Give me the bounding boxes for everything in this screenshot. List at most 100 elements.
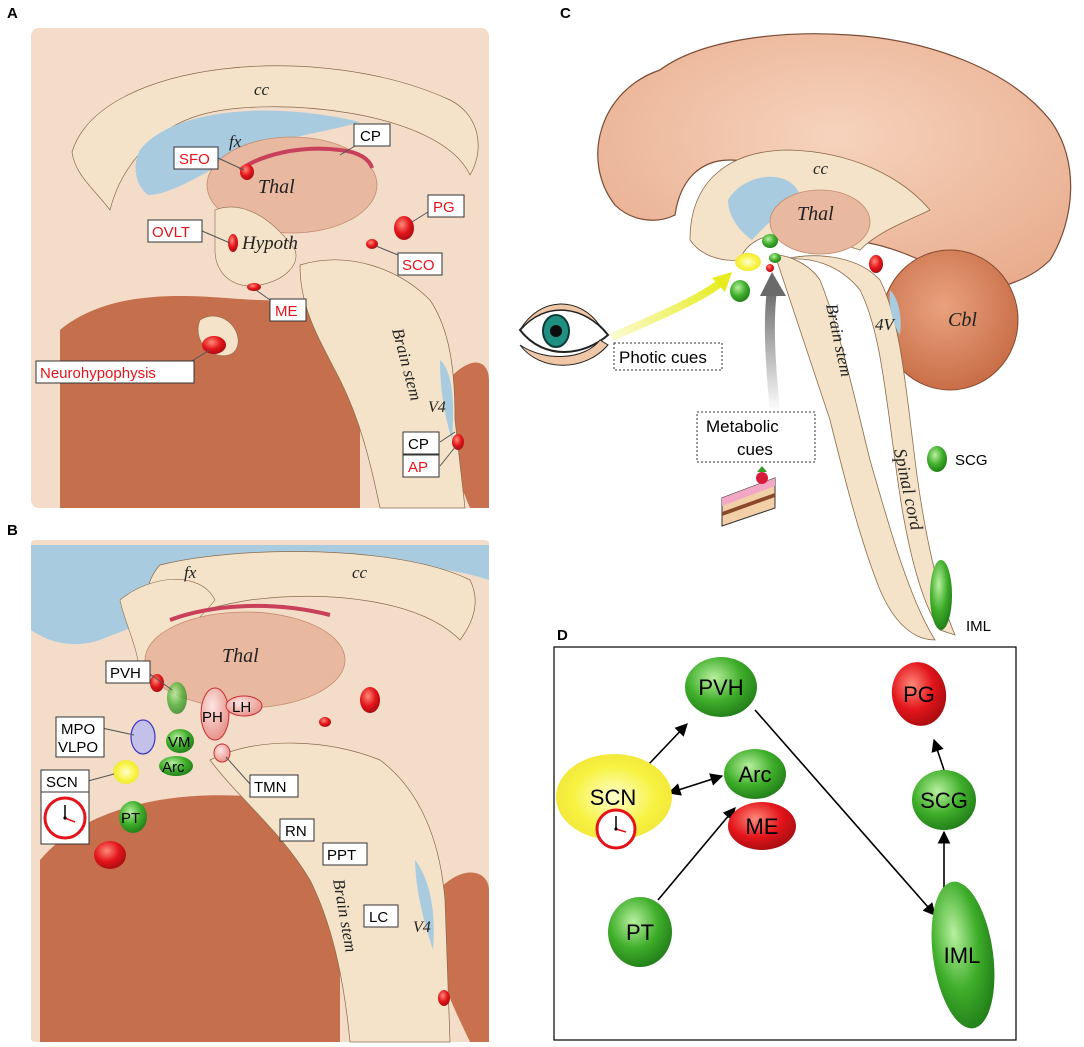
arc-nucleus-c <box>769 253 781 263</box>
callout-ap: AP <box>402 445 457 478</box>
photic-arrow-shaft <box>610 276 727 341</box>
lh-nucleus <box>225 695 263 717</box>
sco-organ <box>366 239 378 249</box>
callout-cp-top: CP <box>339 123 391 156</box>
node-me: ME <box>728 802 796 850</box>
label-fx-a: fx <box>229 132 242 151</box>
label-rn: RN <box>285 823 307 840</box>
label-cc-b: cc <box>352 563 368 582</box>
pg-organ-c <box>869 255 883 273</box>
pvh-nucleus-c <box>762 234 778 248</box>
ap-organ <box>452 434 464 450</box>
label-ph: PH <box>202 709 223 726</box>
callout-pg: PG <box>411 194 465 223</box>
ovlt-organ <box>228 234 238 252</box>
sfo-organ-b <box>150 674 164 692</box>
callout-ovlt: OVLT <box>147 219 231 244</box>
pg-organ <box>394 216 414 240</box>
cake-icon <box>721 466 776 527</box>
neurohypophysis-organ <box>202 336 226 354</box>
label-cp-bottom: CP <box>408 436 429 453</box>
node-pvh-label: PVH <box>698 675 743 700</box>
label-mpo: MPO <box>61 721 95 738</box>
label-arc-b: Arc <box>162 759 185 776</box>
sco-organ-b <box>319 717 331 727</box>
label-ppt: PPT <box>327 847 356 864</box>
label-neurohypophysis: Neurohypophysis <box>40 365 156 382</box>
label-ovlt: OVLT <box>152 224 190 241</box>
node-scg: SCG <box>912 770 976 830</box>
scg-ganglion <box>927 446 947 472</box>
arrow-pvh-iml <box>754 709 936 916</box>
label-photic-cues: Photic cues <box>619 348 707 367</box>
fourth-ventricle <box>440 360 454 440</box>
me-organ-c <box>766 264 774 272</box>
ph-nucleus <box>200 687 230 741</box>
node-arc-label: Arc <box>739 762 772 787</box>
panel-letter-b: B <box>7 522 18 539</box>
node-pg-label: PG <box>903 682 935 707</box>
label-sfo: SFO <box>179 151 210 168</box>
photic-arrow-head <box>712 272 732 292</box>
node-arc: Arc <box>724 749 786 799</box>
callout-photic-cues: Photic cues <box>613 342 723 371</box>
callout-sco: SCO <box>375 245 443 276</box>
thalamus-c <box>769 189 871 255</box>
hypothalamus <box>214 206 297 287</box>
label-cc-c: cc <box>813 159 829 178</box>
corpus-callosum <box>71 65 479 211</box>
callout-metabolic-cues: Metabolic cues <box>696 411 816 463</box>
label-ap: AP <box>408 459 428 476</box>
node-scg-label: SCG <box>920 788 968 813</box>
arrow-scn-arc <box>667 773 724 796</box>
pg-organ-b <box>360 687 380 713</box>
thalamus <box>206 136 378 234</box>
panel-letter-c: C <box>560 5 571 22</box>
node-iml-label: IML <box>944 943 981 968</box>
label-thal-a: Thal <box>258 176 295 198</box>
label-me-a: ME <box>275 303 298 320</box>
sfo-organ <box>240 164 254 180</box>
metabolic-arrow-shaft <box>764 289 780 413</box>
vm-nucleus <box>166 729 194 753</box>
label-vlpo: VLPO <box>58 739 98 756</box>
label-thal-c: Thal <box>797 203 834 225</box>
panel-letter-d: D <box>557 627 568 644</box>
label-pvh-b: PVH <box>110 665 141 682</box>
arrow-scg-pg <box>931 738 945 771</box>
choroid-plexus-b <box>169 603 331 622</box>
label-scn-b: SCN <box>46 774 78 791</box>
panel-letter-a: A <box>7 5 18 22</box>
label-tmn: TMN <box>254 779 287 796</box>
clock-icon-d <box>595 808 637 850</box>
pt-nucleus-b <box>119 801 147 833</box>
ap-organ-b <box>438 990 450 1006</box>
callout-mpo-vlpo: MPO VLPO <box>55 716 135 758</box>
label-vm: VM <box>168 734 191 751</box>
arrow-pt-arc <box>657 807 736 901</box>
label-sco: SCO <box>402 257 435 274</box>
fourth-ventricle-b <box>415 860 434 950</box>
label-hypoth-a: Hypoth <box>241 233 298 254</box>
callout-pvh-b: PVH <box>105 660 173 691</box>
node-pg: PG <box>891 662 947 726</box>
scn-nucleus-c <box>735 253 761 271</box>
label-cc-a: cc <box>254 80 270 99</box>
choroid-plexus <box>238 146 374 172</box>
callout-cp-bottom: CP <box>402 431 456 455</box>
lateral-ventricle <box>135 110 360 195</box>
label-lc: LC <box>369 909 388 926</box>
label-lh: LH <box>232 699 251 716</box>
callout-neurohypophysis: Neurohypophysis <box>35 349 211 384</box>
label-metabolic-line2: cues <box>737 440 773 459</box>
clock-icon <box>43 796 87 840</box>
label-pg-a: PG <box>433 199 455 216</box>
iml-column <box>930 560 952 630</box>
panel-d: D PVH PG Arc ME SCN <box>553 627 1017 1041</box>
label-v4-a: V4 <box>428 399 446 416</box>
node-pt: PT <box>608 897 672 967</box>
brain-stem-b <box>209 742 451 1043</box>
mpo-vlpo-nucleus <box>130 719 156 755</box>
arc-nucleus <box>159 756 193 776</box>
